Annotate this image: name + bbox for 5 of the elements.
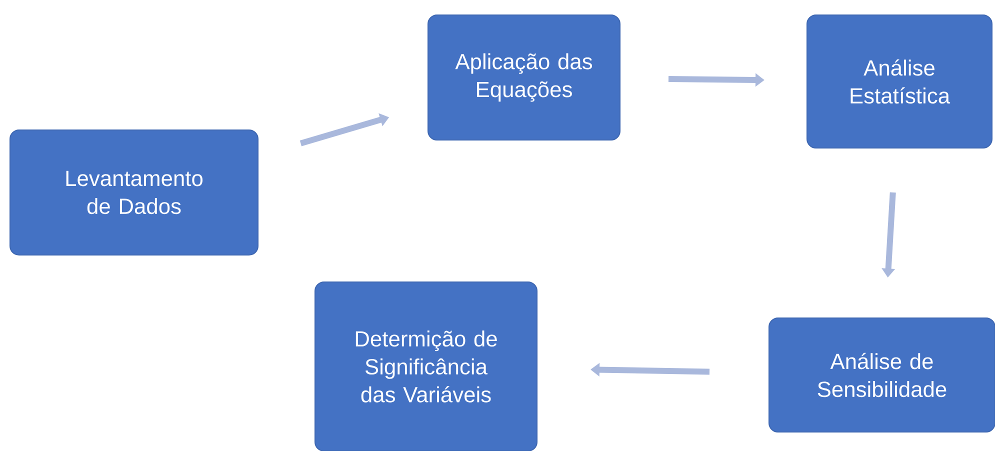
process-box: Aplicação das Equações <box>428 14 620 140</box>
process-box: Análise de Sensibilidade <box>768 318 995 432</box>
process-box: Análise Estatística <box>806 14 992 148</box>
process-box: Levantamento de Dados <box>10 130 258 256</box>
process-box: Determição de Significância das Variáveis <box>314 282 538 451</box>
